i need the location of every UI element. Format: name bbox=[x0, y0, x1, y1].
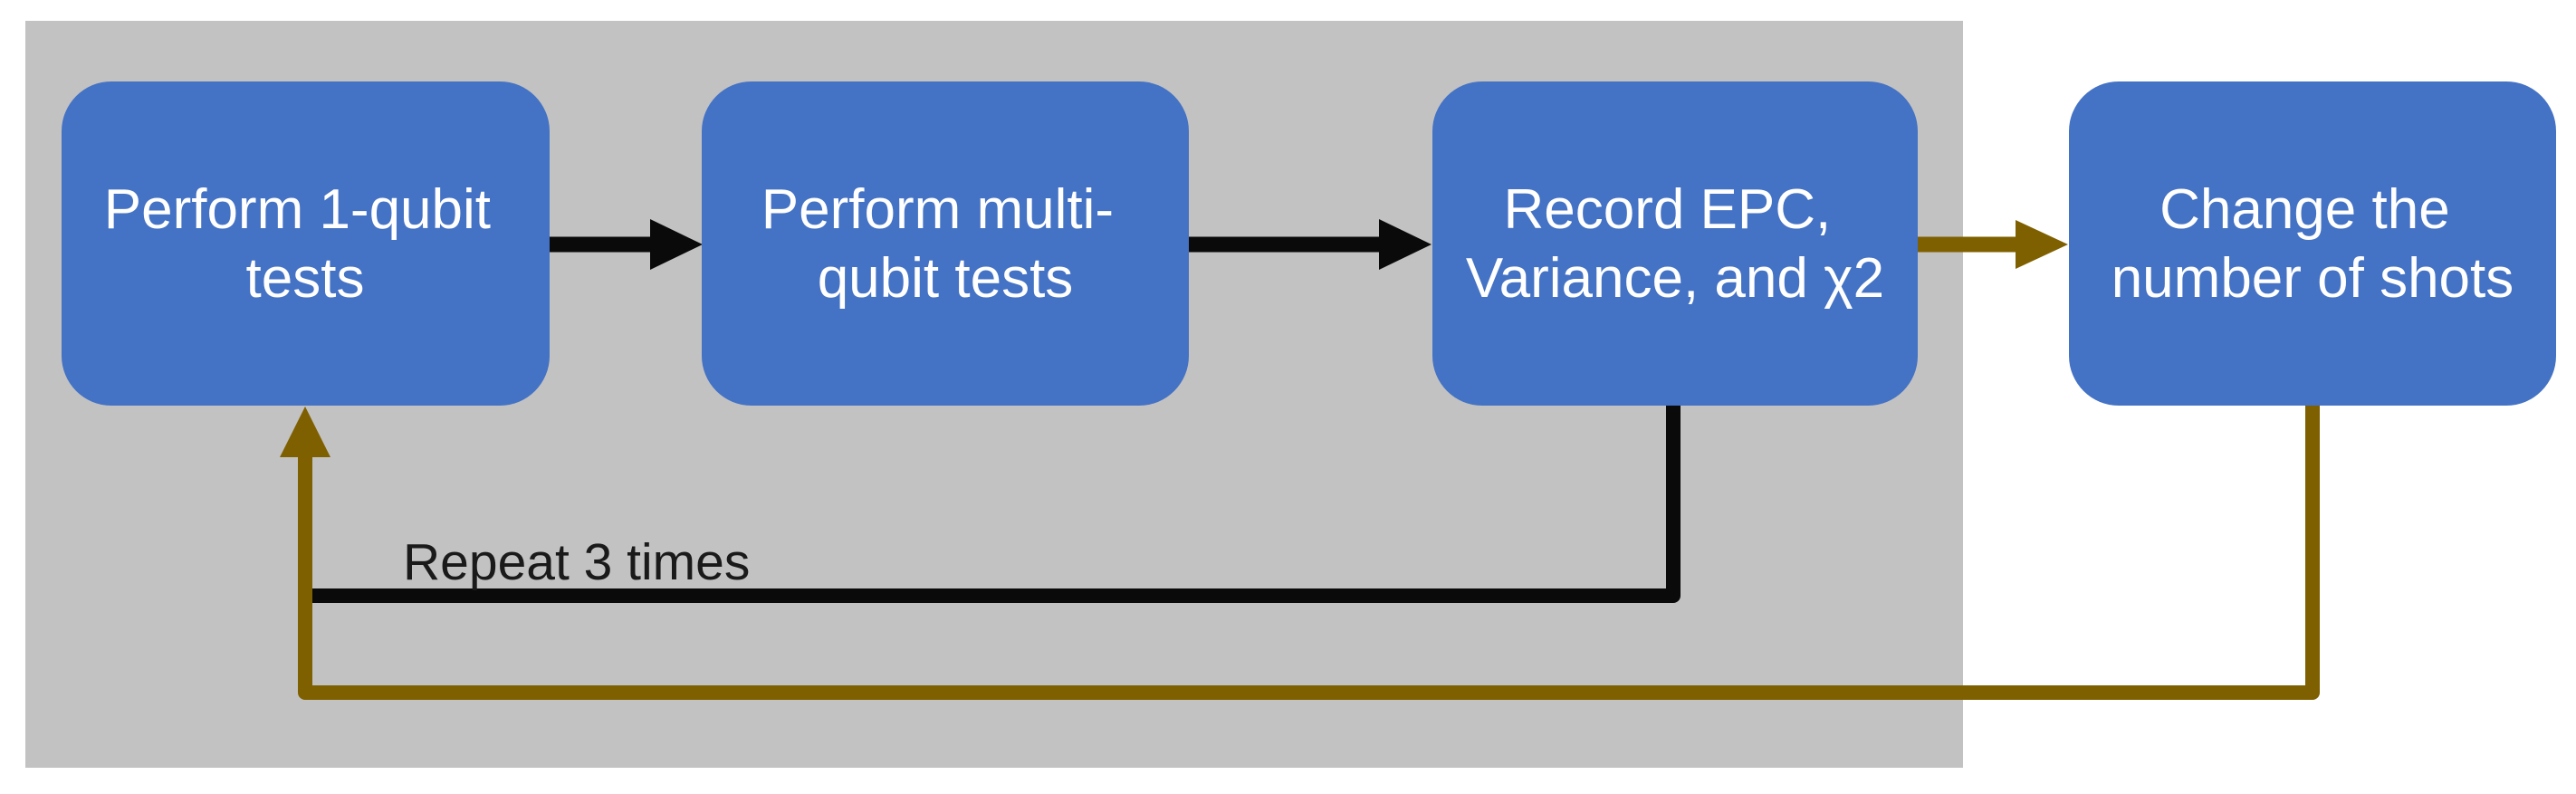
arrowhead-right-icon bbox=[650, 219, 703, 270]
connector-box3-to-box4 bbox=[1908, 220, 2068, 269]
connector-box1-to-box2 bbox=[539, 219, 703, 270]
arrowhead-right-icon bbox=[2016, 220, 2068, 269]
repeat-loop-label: Repeat 3 times bbox=[403, 533, 750, 591]
node-change-number-of-shots: Change the number of shots bbox=[2069, 81, 2556, 406]
feedback-arrowhead-up-icon bbox=[280, 407, 330, 457]
arrowhead-right-icon bbox=[1379, 219, 1432, 270]
connector-box2-to-box3 bbox=[1179, 219, 1432, 270]
node-label: Perform 1-qubit tests bbox=[104, 178, 507, 310]
node-label: Record EPC, Variance, and χ2 bbox=[1466, 178, 1884, 310]
node-record-epc-variance-chi2: Record EPC, Variance, and χ2 bbox=[1432, 81, 1918, 406]
node-box bbox=[1432, 81, 1918, 406]
node-box bbox=[62, 81, 550, 406]
node-perform-1-qubit-tests: Perform 1-qubit tests bbox=[62, 81, 550, 406]
feedback-connector-black bbox=[312, 406, 1681, 603]
node-box bbox=[702, 81, 1189, 406]
node-label: Change the number of shots bbox=[2112, 178, 2514, 310]
feedback-connector-olive bbox=[298, 406, 2320, 700]
node-perform-multi-qubit-tests: Perform multi- qubit tests bbox=[702, 81, 1189, 406]
node-label: Perform multi- qubit tests bbox=[761, 178, 1130, 310]
node-box bbox=[2069, 81, 2556, 406]
